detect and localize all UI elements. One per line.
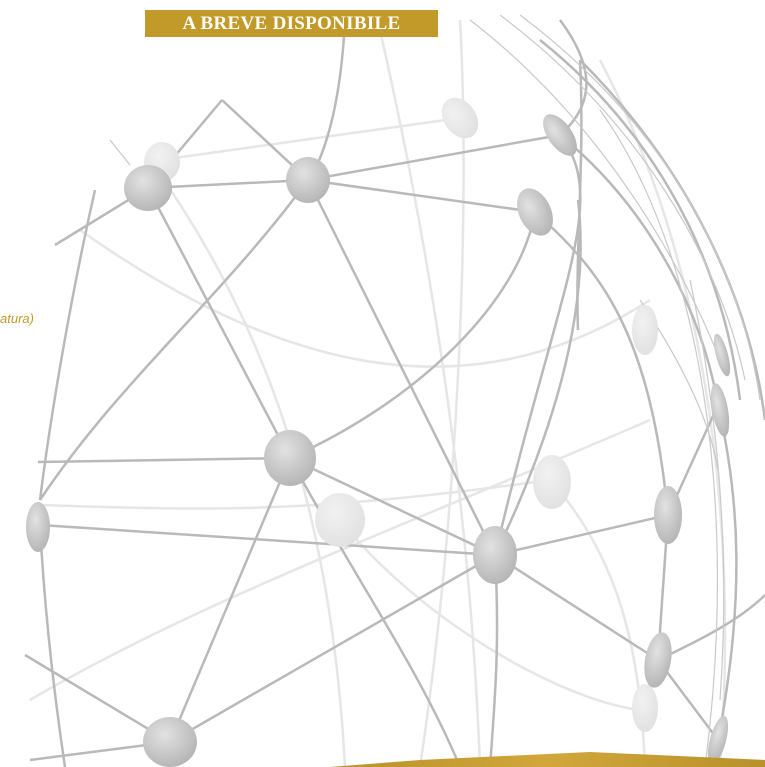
side-caption: atura) [0, 311, 34, 326]
globe-back-lines [29, 19, 727, 767]
globe-front-lines [24, 19, 765, 767]
globe-nodes [26, 114, 731, 767]
coming-soon-banner: A BREVE DISPONIBILE [145, 10, 438, 37]
